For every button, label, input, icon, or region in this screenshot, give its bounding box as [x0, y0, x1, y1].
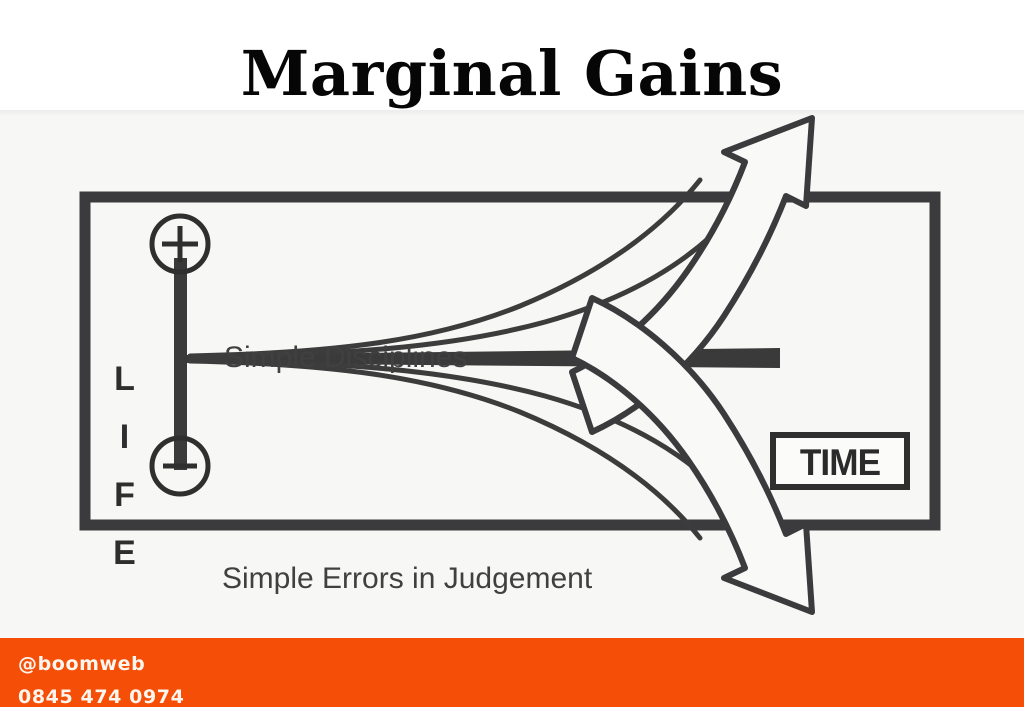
footer-phone-number: 0845 474 0974 — [18, 686, 185, 707]
vertical-axis-label: L I F E — [108, 350, 142, 582]
minus-circle-icon — [149, 435, 211, 497]
growth-curve-outer — [187, 177, 703, 359]
axis-letter-e: E — [113, 534, 137, 572]
footer-social-handle: @boomweb — [18, 653, 146, 675]
footer-bar: @boomweb 0845 474 0974 B M — [0, 638, 1024, 707]
axis-letter-l: L — [114, 360, 136, 398]
diagram-frame — [79, 191, 941, 531]
vertical-axis-bar — [174, 258, 187, 470]
diagram-scan-area: L I F E Simple Disciplines Simple Errors… — [0, 110, 1024, 638]
marginal-gains-diagram — [79, 115, 941, 615]
axis-letter-f: F — [114, 476, 136, 514]
page-title: Marginal Gains — [240, 37, 784, 110]
growth-curve-inner — [187, 211, 736, 360]
axis-letter-i: I — [119, 418, 131, 456]
negative-marker-label: Simple Errors in Judgement — [222, 562, 593, 595]
plus-circle-icon — [149, 213, 211, 275]
decline-curve-outer — [187, 358, 703, 541]
positive-marker-label: Simple Disciplines — [224, 341, 468, 374]
decline-curve-inner — [187, 357, 736, 507]
time-label-box — [770, 432, 910, 490]
title-band: Marginal Gains — [0, 0, 1024, 110]
horizontal-axis-label: TIME — [799, 442, 881, 483]
downward-decline-arrow — [569, 295, 815, 615]
